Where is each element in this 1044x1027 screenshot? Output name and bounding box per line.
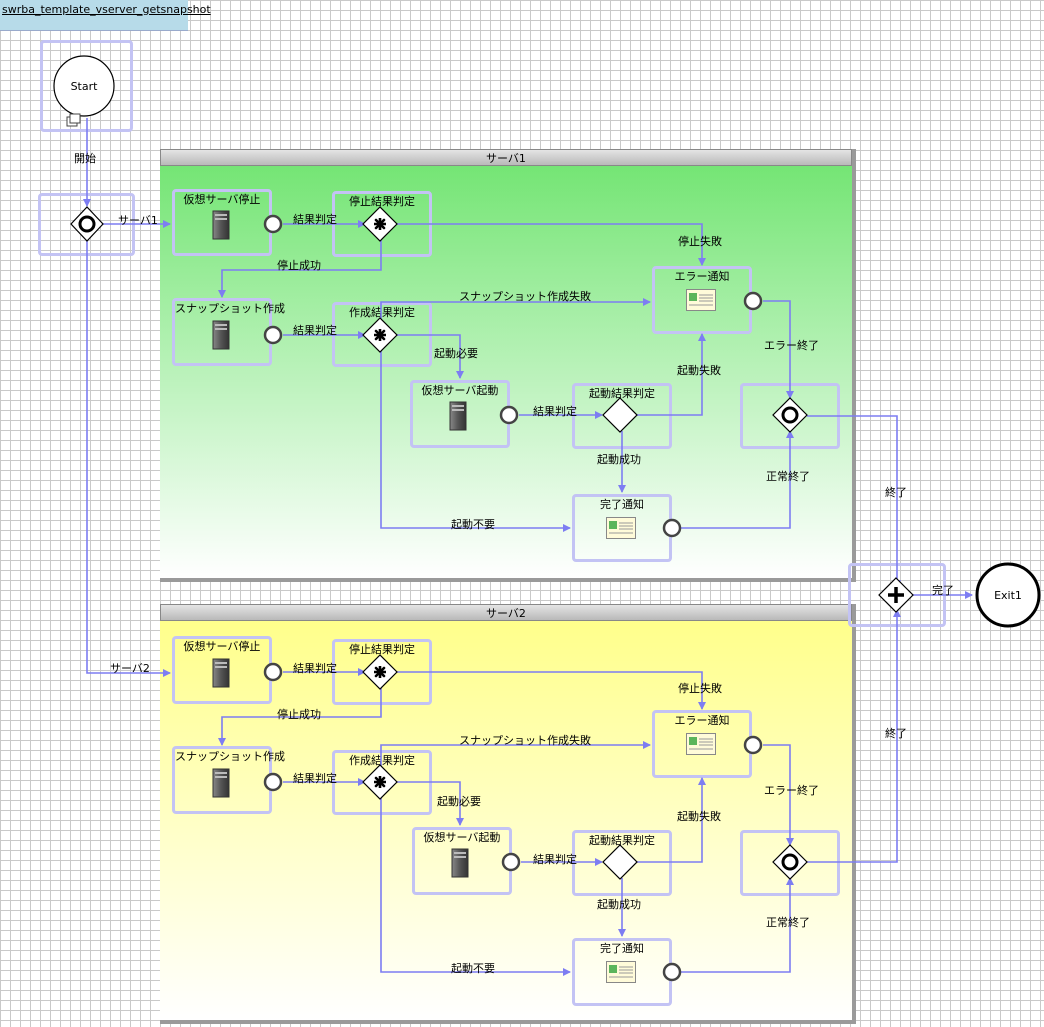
edge-label: 結果判定	[533, 405, 577, 418]
edge-label: 起動不要	[451, 962, 495, 975]
edge-label: スナップショット作成失敗	[459, 734, 591, 747]
edge-label: 停止成功	[277, 259, 321, 272]
diagram-title-tab[interactable]: swrba_template_vserver_getsnapshot	[0, 0, 211, 31]
start-event-circle	[53, 55, 115, 117]
edge-end2	[807, 609, 901, 863]
edge-end1	[807, 415, 901, 588]
join-gateway	[878, 577, 914, 613]
edge-label: 起動不要	[451, 518, 495, 531]
edge-label: スナップショット作成失敗	[459, 290, 591, 303]
edge-label: エラー終了	[764, 784, 819, 797]
edge-label: 停止失敗	[678, 682, 722, 695]
complex-gateway-icon	[374, 218, 386, 230]
edge-label: 起動失敗	[677, 810, 721, 823]
edge-label-to-lane2: サーバ2	[110, 662, 150, 675]
start-label[interactable]: Start	[70, 80, 98, 93]
server-icon	[212, 210, 230, 240]
edge-label: 結果判定	[293, 772, 337, 785]
edge-label: 起動必要	[434, 347, 478, 360]
edge-label-end1: 終了	[885, 486, 907, 499]
edge-label: 結果判定	[293, 324, 337, 337]
edge-label-done: 完了	[932, 584, 954, 597]
lane-server1-title: サーバ1	[160, 149, 852, 166]
edge-label-to-lane1: サーバ1	[118, 214, 158, 227]
edge-label: 正常終了	[766, 916, 810, 929]
diagram-title[interactable]: swrba_template_vserver_getsnapshot	[2, 3, 211, 16]
edge-label: 停止失敗	[678, 235, 722, 248]
split-gateway	[70, 206, 104, 242]
edge-label: 起動成功	[597, 898, 641, 911]
edge-label-begin: 開始	[74, 152, 96, 165]
edge-label: 起動成功	[597, 453, 641, 466]
edge-label: 結果判定	[533, 853, 577, 866]
edge-label: 正常終了	[766, 470, 810, 483]
edge-label: 起動失敗	[677, 364, 721, 377]
exclusive-gateway	[602, 397, 638, 433]
edge-to-lane2	[86, 240, 171, 677]
edge-label: 結果判定	[293, 662, 337, 675]
exit-event-circle	[975, 562, 1041, 628]
edge-label: 結果判定	[293, 213, 337, 226]
edge-label: 停止成功	[277, 708, 321, 721]
edge-label: 起動必要	[437, 795, 481, 808]
lane-server2-title: サーバ2	[160, 604, 852, 621]
mail-icon	[686, 289, 716, 311]
edge-label-end2: 終了	[885, 727, 907, 740]
exit-label[interactable]: Exit1	[994, 589, 1022, 602]
edge-label: エラー終了	[764, 339, 819, 352]
